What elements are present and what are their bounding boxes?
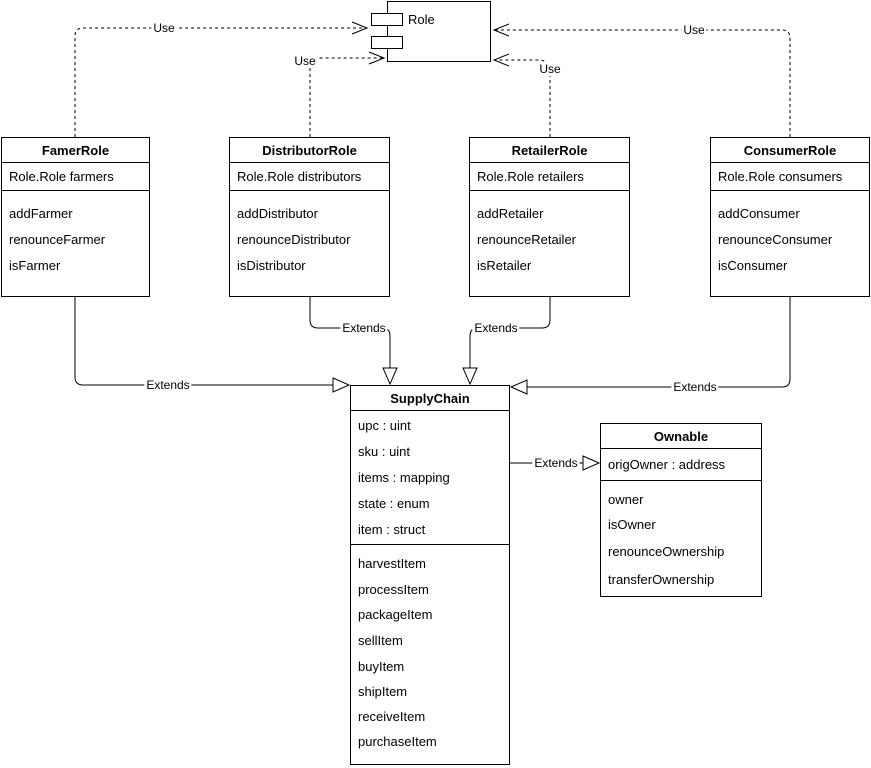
- class-method: addDistributor: [237, 205, 318, 221]
- class-attribute: origOwner : address: [608, 457, 726, 472]
- class-method: purchaseItem: [358, 734, 437, 750]
- component-port-icon: [371, 36, 403, 49]
- class-method: shipItem: [358, 684, 408, 700]
- class-method: addRetailer: [477, 205, 544, 221]
- class-method: sellItem: [358, 633, 403, 649]
- class-title: ConsumerRole: [711, 138, 869, 163]
- edge-extends-retailerrole-supplychain: [462, 297, 551, 386]
- class-method: renounceOwnership: [608, 543, 725, 559]
- class-method: addConsumer: [718, 205, 800, 221]
- class-method: renounceDistributor: [237, 231, 351, 247]
- class-method: owner: [608, 492, 644, 507]
- edge-label-use: Use: [151, 21, 177, 35]
- edge-label-use: Use: [681, 23, 707, 37]
- class-attribute: Role.Role farmers: [9, 169, 114, 184]
- edge-extends-consumerrole-supplychain: [509, 297, 791, 395]
- edge-label-extends: Extends: [340, 321, 388, 335]
- class-method: isConsumer: [718, 257, 788, 273]
- edge-extends-famerrole-supplychain: [74, 297, 351, 393]
- class-method: transferOwnership: [608, 571, 715, 587]
- class-method: addFarmer: [9, 205, 73, 221]
- edge-use-famerrole-role: [74, 21, 369, 137]
- class-attribute: sku : uint: [358, 443, 411, 459]
- edge-label-extends: Extends: [472, 321, 520, 335]
- class-attribute: state : enum: [358, 495, 430, 511]
- component-role: Role: [387, 1, 491, 62]
- class-method: isDistributor: [237, 257, 306, 273]
- edge-label-extends: Extends: [671, 380, 719, 394]
- class-method: packageItem: [358, 607, 433, 623]
- edge-label-use: Use: [292, 54, 318, 68]
- edge-label-extends: Extends: [532, 456, 580, 470]
- class-attribute: item : struct: [358, 521, 426, 537]
- edge-use-consumerrole-role: [492, 23, 791, 137]
- class-title: Ownable: [601, 424, 761, 449]
- class-method: isRetailer: [477, 257, 532, 273]
- component-role-label: Role: [408, 12, 435, 27]
- class-title: FamerRole: [2, 138, 149, 163]
- class-method: isFarmer: [9, 257, 61, 273]
- class-method: buyItem: [358, 658, 405, 674]
- class-method: renounceFarmer: [9, 231, 106, 247]
- class-attribute: Role.Role consumers: [718, 169, 843, 184]
- class-ownable: Ownable origOwner : address owner isOwne…: [600, 423, 762, 597]
- class-attribute: items : mapping: [358, 469, 450, 485]
- class-method: receiveItem: [358, 709, 426, 725]
- class-title: DistributorRole: [230, 138, 389, 163]
- class-famerrole: FamerRole Role.Role farmers addFarmer re…: [1, 137, 150, 297]
- class-method: isOwner: [608, 517, 656, 533]
- class-distributorrole: DistributorRole Role.Role distributors a…: [229, 137, 390, 297]
- class-attribute: Role.Role distributors: [237, 169, 362, 184]
- edge-label-use: Use: [537, 62, 563, 76]
- class-method: renounceRetailer: [477, 231, 577, 247]
- edge-extends-distributorrole-supplychain: [309, 297, 398, 386]
- edge-use-distributorrole-role: [309, 51, 386, 137]
- class-method: harvestItem: [358, 556, 426, 572]
- class-title: SupplyChain: [351, 386, 509, 411]
- edge-label-extends: Extends: [144, 378, 192, 392]
- class-consumerrole: ConsumerRole Role.Role consumers addCons…: [710, 137, 870, 297]
- class-method: renounceConsumer: [718, 231, 833, 247]
- class-title: RetailerRole: [470, 138, 629, 163]
- class-method: processItem: [358, 581, 429, 597]
- class-attribute: Role.Role retailers: [477, 169, 584, 184]
- class-retailerrole: RetailerRole Role.Role retailers addReta…: [469, 137, 630, 297]
- class-supplychain: SupplyChain upc : uint sku : uint items …: [350, 385, 510, 765]
- class-attribute: upc : uint: [358, 417, 411, 433]
- component-port-icon: [371, 13, 403, 26]
